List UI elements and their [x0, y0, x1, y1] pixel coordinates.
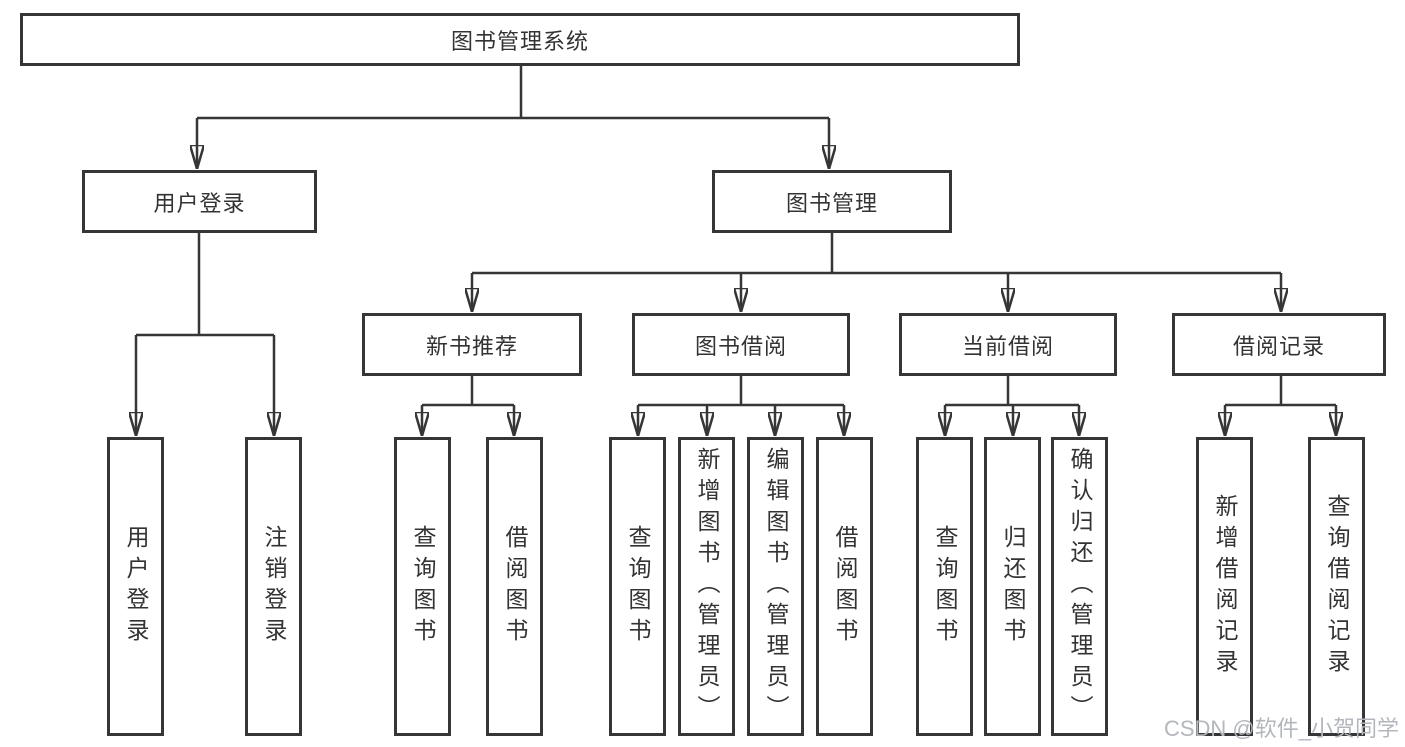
connector-book-borrow — [638, 376, 844, 407]
leaf-borrow-books-recommend: 借阅图书 — [486, 437, 543, 736]
leaf-user-login: 用户登录 — [107, 437, 164, 736]
leaf-label: 归还图书 — [1000, 524, 1026, 649]
leaf-query-books-recommend: 查询图书 — [394, 437, 451, 736]
node-book-borrowing: 图书借阅 — [632, 313, 850, 376]
node-user-login: 用户登录 — [82, 170, 317, 233]
leaf-label: 用户登录 — [123, 524, 149, 649]
connector-current-borrow — [945, 376, 1079, 407]
leaf-label: 编辑图书（管理员） — [763, 447, 789, 726]
leaf-edit-books-admin: 编辑图书（管理员） — [747, 437, 804, 736]
leaf-label: 查询图书 — [932, 524, 958, 649]
leaf-label: 注销登录 — [261, 524, 287, 649]
leaf-return-books: 归还图书 — [984, 437, 1041, 736]
leaf-label: 新增图书（管理员） — [694, 447, 720, 726]
leaf-label: 查询图书 — [625, 524, 651, 649]
node-library-management-system: 图书管理系统 — [20, 13, 1020, 66]
leaf-label: 确认归还（管理员） — [1067, 447, 1093, 726]
connector-book-mgmt — [472, 233, 1281, 275]
csdn-watermark: CSDN @软件_小贺同学 — [1163, 716, 1399, 741]
node-label: 图书管理系统 — [450, 28, 589, 54]
connector-root — [197, 66, 829, 120]
node-label: 借阅记录 — [1232, 333, 1325, 359]
node-borrowing-records: 借阅记录 — [1172, 313, 1386, 376]
leaf-label: 借阅图书 — [832, 524, 858, 649]
leaf-query-books-current: 查询图书 — [916, 437, 973, 736]
node-label: 图书管理 — [785, 190, 878, 216]
leaf-query-borrow-record: 查询借阅记录 — [1308, 437, 1365, 736]
leaf-label: 查询借阅记录 — [1324, 493, 1350, 680]
connector-borrow-records — [1225, 376, 1336, 407]
node-label: 新书推荐 — [425, 333, 518, 359]
leaf-label: 借阅图书 — [502, 524, 528, 649]
leaf-add-books-admin: 新增图书（管理员） — [678, 437, 735, 736]
leaf-label: 新增借阅记录 — [1212, 493, 1238, 680]
connector-user-login — [136, 233, 274, 337]
leaf-borrow-books-borrowing: 借阅图书 — [816, 437, 873, 736]
node-current-borrowing: 当前借阅 — [899, 313, 1117, 376]
node-book-management: 图书管理 — [712, 170, 952, 233]
leaf-label: 查询图书 — [410, 524, 436, 649]
leaf-add-borrow-record: 新增借阅记录 — [1196, 437, 1253, 736]
node-label: 用户登录 — [153, 190, 246, 216]
node-label: 图书借阅 — [694, 333, 787, 359]
leaf-confirm-return-admin: 确认归还（管理员） — [1051, 437, 1108, 736]
leaf-query-books-borrowing: 查询图书 — [609, 437, 666, 736]
node-label: 当前借阅 — [961, 333, 1054, 359]
connector-new-book — [422, 376, 514, 407]
leaf-logout: 注销登录 — [245, 437, 302, 736]
node-new-book-recommend: 新书推荐 — [362, 313, 582, 376]
